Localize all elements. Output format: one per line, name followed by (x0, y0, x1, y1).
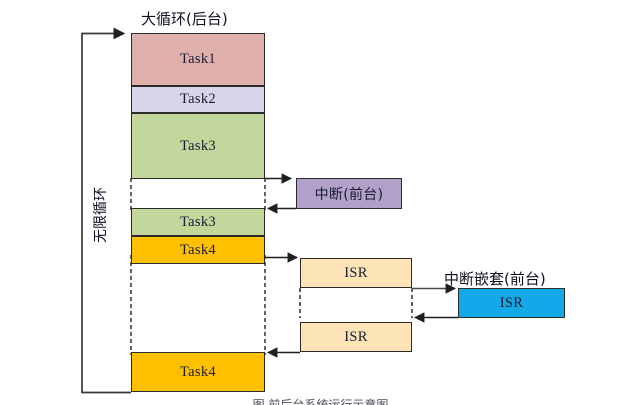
isr-block-resumed: ISR (300, 322, 412, 352)
nested-interrupt-title: 中断嵌套(前台) (444, 270, 546, 288)
task-block-task2: Task2 (131, 86, 265, 113)
figure-caption: 图 前后台系统运行示意图 (252, 398, 389, 405)
task-block-task4-resumed: Task4 (131, 352, 265, 392)
isr-block-first: ISR (300, 258, 412, 288)
task-block-task3-resumed: Task3 (131, 208, 265, 236)
dashed-guides (130, 178, 413, 355)
interrupt-block: 中断(前台) (296, 178, 402, 209)
infinite-loop-label: 无限循环 (93, 187, 109, 243)
task-block-task3-first: Task3 (131, 113, 265, 179)
task-block-task4-first: Task4 (131, 236, 265, 264)
main-loop-title: 大循环(后台) (141, 10, 228, 28)
task-block-task1: Task1 (131, 33, 265, 86)
infinite-loop-bracket (81, 27, 131, 394)
isr-block-nested: ISR (458, 288, 565, 318)
